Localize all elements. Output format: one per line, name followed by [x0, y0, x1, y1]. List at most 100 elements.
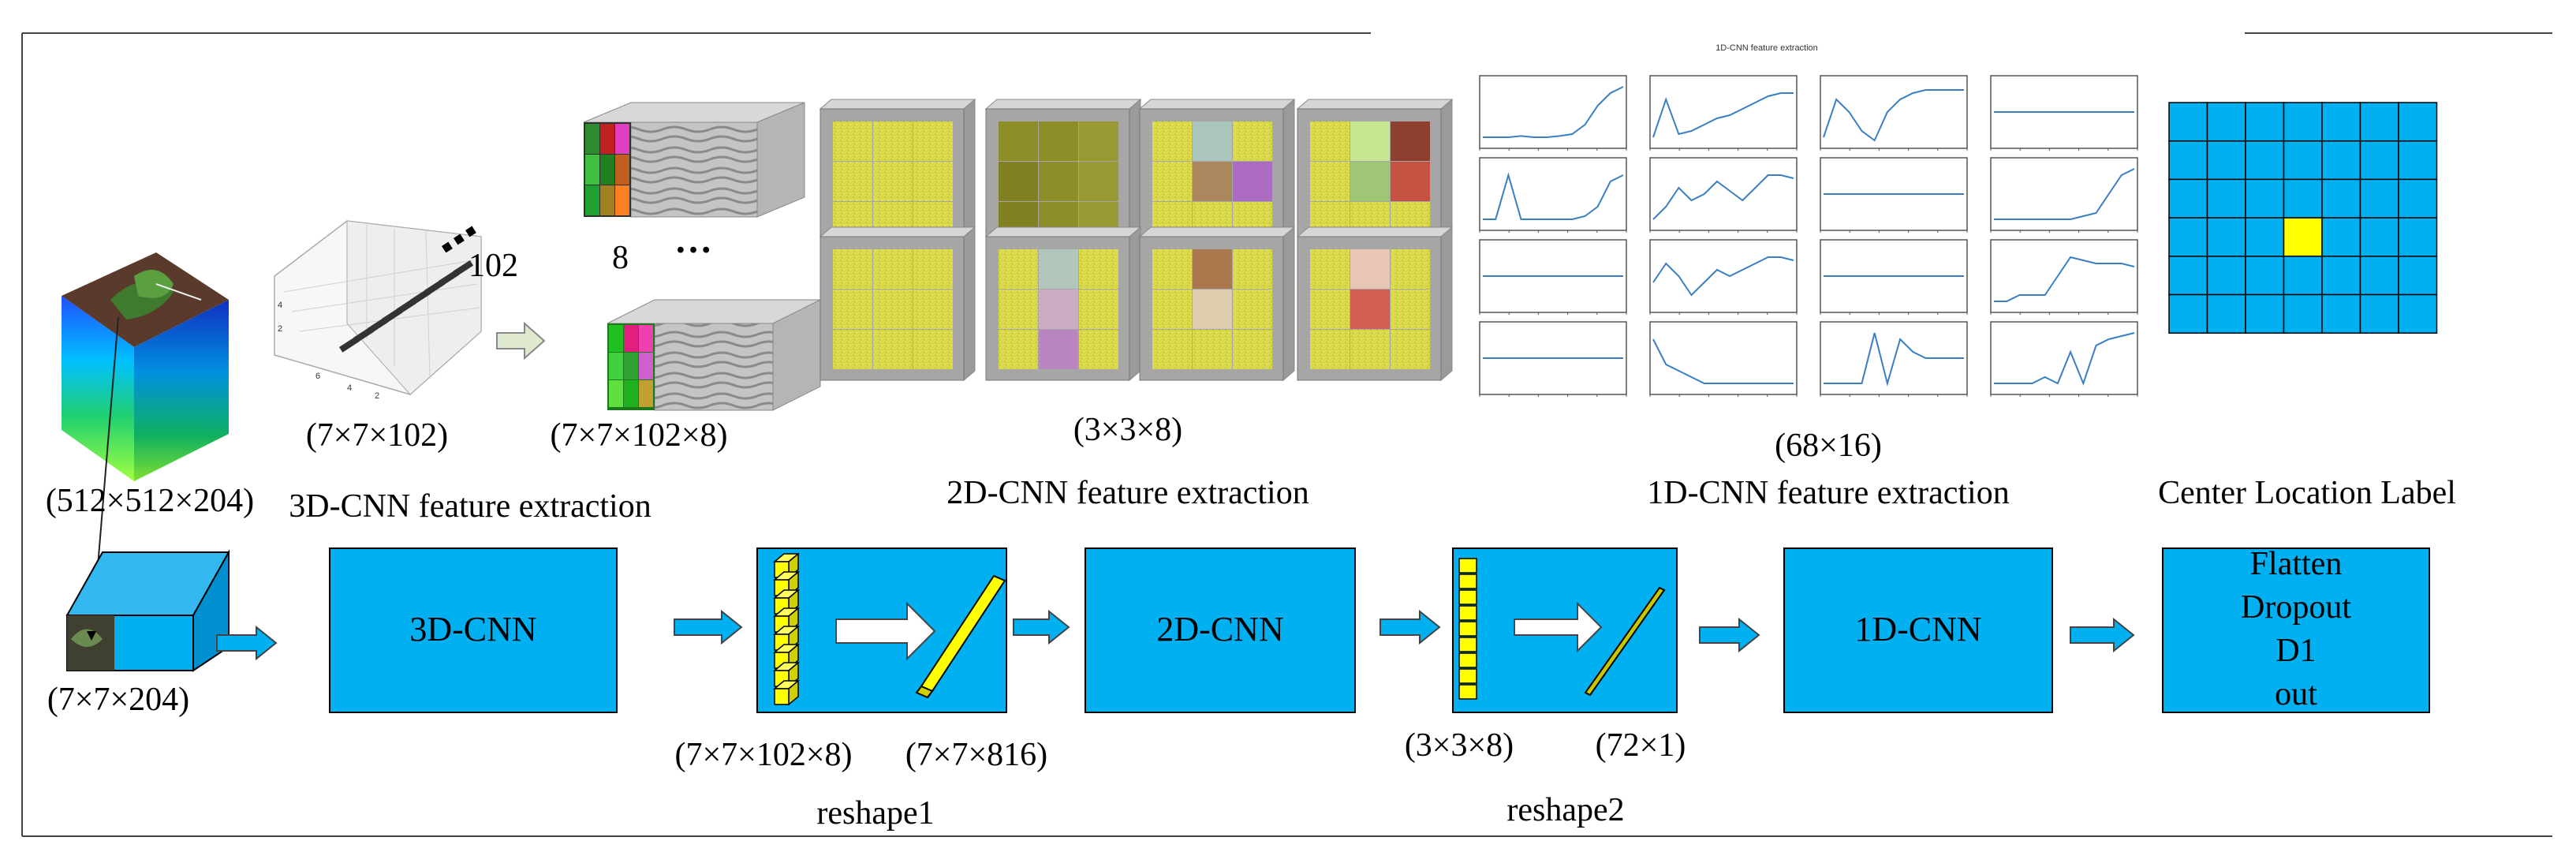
box-3dcnn-label: 3D-CNN: [409, 610, 536, 648]
grid-cell: [2245, 102, 2285, 142]
feature-map-2d: [1296, 226, 1454, 382]
reshape2-block: [1458, 605, 1477, 621]
reshape2-block: [1458, 652, 1477, 668]
grid-cell: [2206, 256, 2246, 296]
feature-plot-1d: [1990, 75, 2138, 151]
arrow-1: [216, 625, 278, 661]
grid-cell: [2206, 178, 2246, 219]
plot-3d-depth-label: 102: [469, 248, 518, 284]
grid-cell: [2283, 256, 2323, 296]
feature-plot-1d: [1990, 157, 2138, 233]
feature-map-2d: [1138, 226, 1296, 382]
grid-cell: [2168, 293, 2208, 334]
feature-map-2d: [984, 226, 1142, 382]
plot-to-stack-arrow: [496, 321, 546, 361]
stack-count-label: 8: [612, 240, 629, 276]
grid-cell: [2245, 293, 2285, 334]
reshape1-panel: [756, 547, 1007, 713]
reshape2-label: reshape2: [1506, 792, 1624, 828]
center-cell: [2283, 217, 2323, 257]
feature-plot-1d: [1990, 239, 2138, 315]
grid-cell: [2245, 140, 2285, 181]
feature-plot-1d: [1649, 321, 1798, 397]
svg-text:4: 4: [278, 301, 282, 310]
feature-map-2d: [819, 226, 976, 382]
grid-cell: [2168, 256, 2208, 296]
feature-plot-1d: [1820, 75, 1968, 151]
svg-text:2: 2: [375, 391, 379, 401]
grid-cell: [2359, 256, 2399, 296]
feature-plot-1d: [1479, 239, 1627, 315]
grid-cell: [2398, 102, 2438, 142]
grid-cell: [2245, 217, 2285, 257]
title-2d-extraction: 2D-CNN feature extraction: [946, 475, 1309, 511]
feature-stack-top: [583, 102, 805, 218]
plot-3d-dims: (7×7×102): [306, 417, 448, 454]
reshape2-block: [1458, 637, 1477, 652]
feature-plot-1d: [1820, 239, 1968, 315]
grid-cell: [2206, 293, 2246, 334]
grid-cell: [2321, 256, 2361, 296]
plots-1d-title: 1D-CNN feature extraction: [1715, 43, 1818, 53]
final-box-line: Dropout: [2241, 589, 2351, 626]
svg-text:4: 4: [347, 383, 352, 393]
feature-plot-1d: [1479, 75, 1627, 151]
feature-plot-1d: [1479, 321, 1627, 397]
grid-cell: [2245, 178, 2285, 219]
grid-cell: [2283, 140, 2323, 181]
grid-cell: [2206, 102, 2246, 142]
reshape2-block: [1458, 589, 1477, 605]
grid-cell: [2245, 256, 2285, 296]
feature-plot-1d: [1820, 321, 1968, 397]
grid-cell: [2359, 217, 2399, 257]
input-patch: [65, 549, 230, 672]
box-3dcnn: [329, 547, 618, 713]
reshape2-out-dims: (72×1): [1596, 727, 1686, 764]
box-2dcnn-label: 2D-CNN: [1156, 610, 1283, 648]
reshape2-block: [1458, 668, 1477, 684]
center-location-grid: [2168, 102, 2438, 334]
reshape2-block: [1458, 558, 1477, 574]
grid-cell: [2359, 293, 2399, 334]
grid-cell: [2398, 256, 2438, 296]
grid-cell: [2321, 178, 2361, 219]
hyperspectral-cube: [62, 252, 229, 644]
title-3d-extraction: 3D-CNN feature extraction: [289, 488, 651, 525]
reshape2-block: [1458, 574, 1477, 589]
feature-plot-1d: [1990, 321, 2138, 397]
feature-stack-bottom: [607, 299, 821, 411]
feature-plot-1d: [1649, 75, 1798, 151]
grid-cell: [2283, 293, 2323, 334]
arrow-6: [2070, 617, 2135, 653]
arrow-4: [1379, 609, 1441, 645]
feature-plot-1d: [1649, 239, 1798, 315]
reshape1-out-dims: (7×7×816): [905, 737, 1047, 773]
grid-cell: [2359, 102, 2399, 142]
grid-cell: [2398, 217, 2438, 257]
reshape2-panel: [1452, 547, 1678, 713]
box-1dcnn: [1783, 547, 2053, 713]
input-cube-dims: (512×512×204): [46, 483, 254, 519]
reshape2-block: [1458, 684, 1477, 700]
grid-cell: [2359, 178, 2399, 219]
feature-plot-1d: [1649, 157, 1798, 233]
box-1dcnn-label: 1D-CNN: [1854, 610, 1981, 648]
grid-cell: [2168, 217, 2208, 257]
grid-cell: [2206, 217, 2246, 257]
grid-cell: [2283, 178, 2323, 219]
feature-plot-1d: [1820, 157, 1968, 233]
reshape1-in-dims: (7×7×102×8): [674, 737, 852, 773]
feature-maps-2d: [819, 98, 1454, 382]
grid-cell: [2359, 140, 2399, 181]
reshape2-in-dims: (3×3×8): [1405, 727, 1514, 764]
feature-plots-1d: [1479, 75, 2138, 397]
grid-cell: [2321, 102, 2361, 142]
grid-cell: [2398, 178, 2438, 219]
grid-2d-dims: (3×3×8): [1073, 412, 1182, 448]
arrow-3: [1013, 609, 1070, 645]
grid-cell: [2321, 293, 2361, 334]
title-center-label: Center Location Label: [2158, 475, 2456, 511]
grid-cell: [2168, 102, 2208, 142]
patch-dims: (7×7×204): [47, 682, 189, 718]
